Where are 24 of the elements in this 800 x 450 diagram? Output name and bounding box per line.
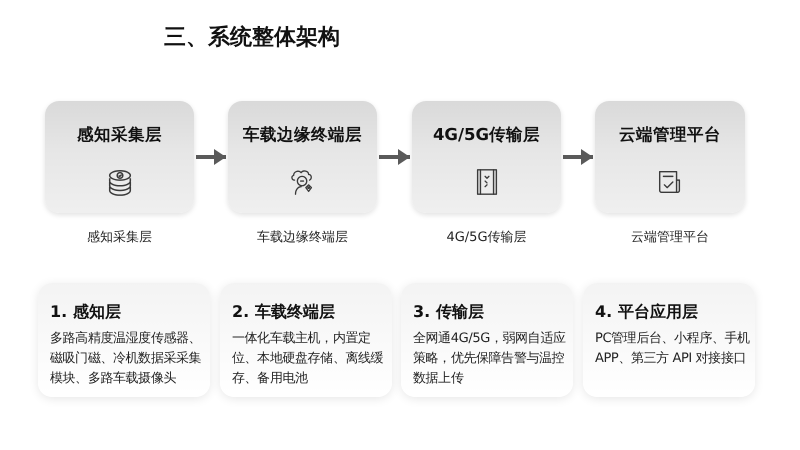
layer-box [228,101,377,213]
card-description: 全网通4G/5G，弱网自适应策略，优先保障告警与温控数据上传 [413,330,566,388]
layer-title: 云端管理平台 [619,124,721,146]
card-heading: 2. 车载终端层 [232,301,336,323]
card-heading: 4. 平台应用层 [595,301,699,323]
card-heading: 3. 传输层 [413,301,485,323]
arrow [196,149,226,165]
layer-caption: 感知采集层 [86,229,153,247]
card-description: 一体化车载主机，内置定位、本地硬盘存储、离线缓存、备用电池 [232,330,384,388]
card-description: PC管理后台、小程序、手机 APP、第三方 API 对接接口 [595,330,750,368]
arrow [379,149,410,165]
layer-title: 4G/5G传输层 [432,124,540,146]
layer-caption: 4G/5G传输层 [445,229,528,247]
page-title: 三、系统整体架构 [164,24,340,52]
card-heading: 1. 感知层 [50,301,122,323]
layer-caption: 车载边缘终端层 [256,229,349,247]
layer-box [45,101,194,213]
layer-caption: 云端管理平台 [630,229,710,247]
card-description: 多路高精度温湿度传感器、磁吸门磁、冷机数据采采集模块、多路车载摄像头 [50,330,202,388]
layer-box [595,101,745,213]
layer-title: 车载边缘终端层 [243,124,362,146]
layer-title: 感知采集层 [77,124,162,146]
layer-box [412,101,561,213]
arrow [563,149,593,165]
